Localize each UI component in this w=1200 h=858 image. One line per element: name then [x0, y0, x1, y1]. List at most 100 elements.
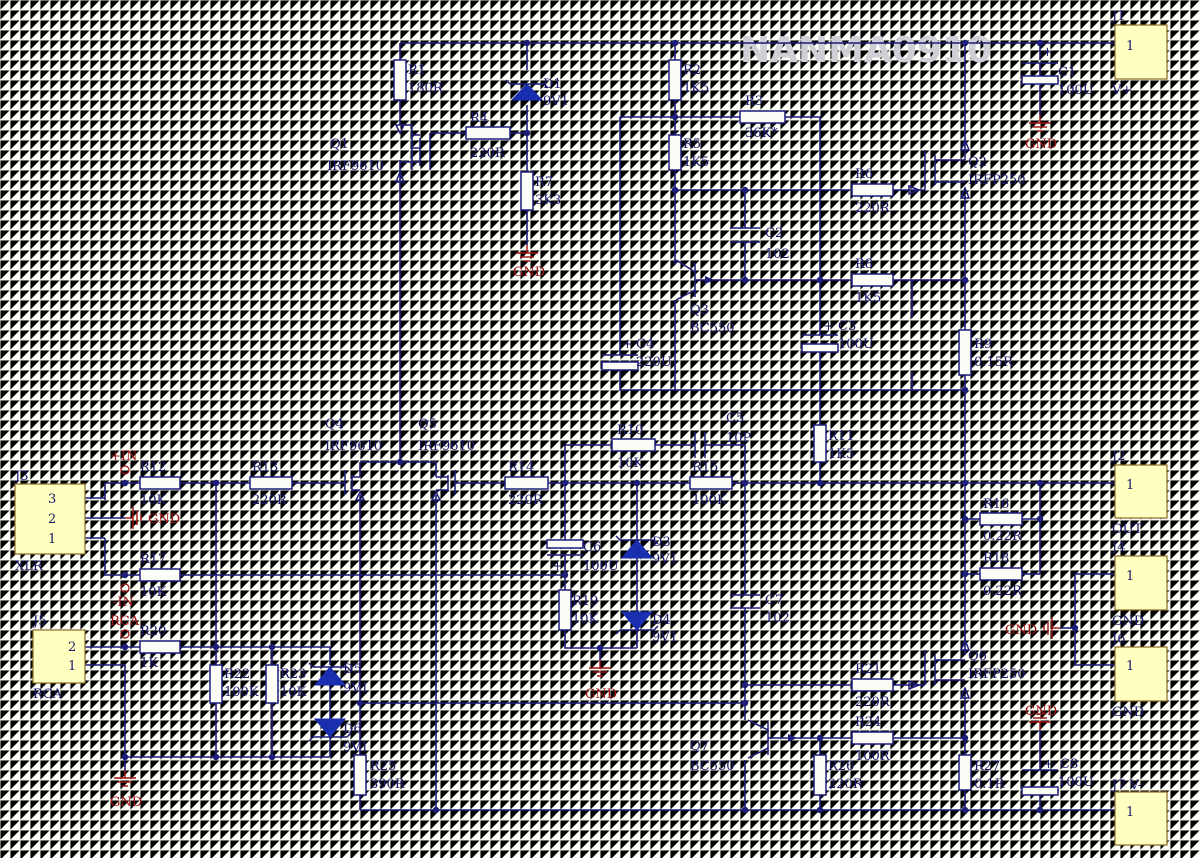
connector-pin-0: 1 — [1126, 39, 1134, 54]
connector-ref-j3: J3 — [13, 469, 28, 484]
resistor-ref-8: R9 — [974, 337, 992, 352]
r6-body — [851, 183, 894, 197]
zener-symbols — [308, 79, 659, 742]
transistor-ref-0: Q1 — [330, 137, 349, 152]
transistor-value-3: IRF9610 — [325, 439, 382, 454]
resistor-ref-13: R14 — [508, 460, 534, 475]
resistor-value-5: 220R — [855, 201, 891, 216]
bjt-symbols — [675, 259, 797, 759]
resistor-value-2: 36K* — [745, 126, 778, 141]
resistor-value-4: 1K5 — [683, 155, 709, 170]
resistor-value-10: 1K5 — [828, 447, 854, 462]
resistor-ref-25: R26 — [828, 759, 854, 774]
resistor-value-24: 390R — [370, 777, 406, 792]
capacitor-value-1: 102 — [765, 247, 790, 262]
transistor-ref-4: Q5 — [418, 417, 437, 432]
resistor-ref-18: R19 — [572, 594, 598, 609]
resistor-ref-16: R17 — [140, 552, 166, 567]
resistor-ref-12: R13 — [252, 460, 278, 475]
resistor-value-26: 0.1R — [974, 777, 1006, 792]
r22-body — [209, 664, 223, 704]
j5-pin-2: 2 — [68, 640, 76, 655]
gnd-label-1: GND — [1025, 137, 1057, 152]
diode-value-2: 9V1 — [652, 630, 678, 645]
polarity-mark-0: + — [1042, 45, 1053, 60]
resistor-ref-23: R24 — [855, 715, 881, 730]
connector-label-j5: RCA — [33, 687, 63, 702]
resistor-value-21: 100K — [224, 685, 259, 700]
capacitor-symbols — [546, 62, 1059, 796]
resistor-value-3: 220R — [470, 146, 506, 161]
capacitor-ref-1: C2 — [765, 226, 783, 241]
r11-body — [813, 424, 827, 463]
r21-body — [851, 678, 894, 692]
connector-label-j3: XLR — [15, 559, 44, 574]
connector-pin-2: 1 — [1126, 569, 1134, 584]
j6-box — [1114, 646, 1168, 702]
capacitor-value-2: 100U — [838, 337, 874, 352]
resistor-ref-4: R5 — [683, 137, 701, 152]
j4-box — [1114, 555, 1168, 611]
net-label-in-neg: -IN — [113, 595, 134, 610]
r24-body — [851, 731, 894, 745]
r15-body — [689, 476, 733, 490]
resistor-value-19: 1K — [140, 656, 158, 671]
diode-ref-0: D1 — [543, 77, 562, 92]
j5-box — [32, 629, 86, 684]
diode-ref-3: D5 — [343, 662, 362, 677]
resistor-value-13: 220R — [508, 493, 544, 508]
resistor-ref-15: R16 — [983, 497, 1009, 512]
r27-body — [958, 754, 972, 791]
transistor-value-6: BC550 — [690, 759, 735, 774]
r17-body — [139, 568, 181, 582]
resistor-value-0: 180R — [408, 81, 444, 96]
resistor-ref-19: R20 — [140, 624, 166, 639]
diode-ref-1: D3 — [652, 535, 671, 550]
connector-boxes — [14, 24, 1168, 846]
transistor-value-0: IRF9610 — [327, 159, 384, 174]
r10-body — [611, 438, 656, 452]
j3-box — [14, 483, 86, 555]
r9-body — [958, 329, 972, 376]
resistor-value-9: 10K — [617, 456, 644, 471]
r2-body — [668, 59, 682, 101]
component-labels: R1180RR21K5R336K*R4220RR51K5R6220RR73K3R… — [13, 9, 1144, 820]
mosfet-symbols — [344, 124, 971, 699]
resistor-value-17: 0.22R — [983, 584, 1023, 599]
diode-ref-4: D6 — [343, 722, 362, 737]
connector-pin-3: 1 — [1126, 659, 1134, 674]
j3-pin-2: 2 — [48, 512, 56, 527]
transistor-ref-5: Q6 — [968, 649, 987, 664]
resistor-value-22: 10K — [280, 685, 307, 700]
j3-pin-3: 3 — [48, 492, 56, 507]
polarity-mark-4: + — [1043, 757, 1054, 772]
capacitor-ref-0: C1 — [1058, 65, 1076, 80]
resistor-value-11: 10K — [140, 493, 167, 508]
capacitor-value-0: 100U — [1058, 83, 1094, 98]
r8-body — [851, 273, 894, 287]
resistor-ref-24: R25 — [370, 759, 396, 774]
j5-pin-1: 1 — [68, 659, 76, 674]
j7-box — [1114, 791, 1168, 846]
connector-label-3: GND — [1112, 705, 1144, 720]
resistor-ref-14: R15 — [692, 460, 718, 475]
resistor-ref-3: R4 — [470, 111, 488, 126]
input-pins — [120, 465, 130, 639]
resistor-value-25: 220R — [828, 777, 864, 792]
r1-body — [393, 59, 407, 101]
connector-ref-j5: J5 — [31, 614, 46, 629]
resistor-ref-5: R6 — [855, 167, 873, 182]
connector-ref-3: J6 — [1110, 632, 1125, 647]
junctions — [121, 39, 1079, 814]
gnd-label-3: GND — [110, 795, 142, 810]
resistor-ref-6: R7 — [535, 175, 553, 190]
transistor-value-4: IRF9610 — [418, 439, 475, 454]
resistor-value-12: 220R — [252, 493, 288, 508]
r16-body — [979, 512, 1023, 526]
r25-body — [353, 754, 367, 796]
gnd-label-6: GND — [1005, 623, 1037, 638]
resistor-value-18: 10K — [572, 612, 599, 627]
connector-label-2: GND — [1112, 614, 1144, 629]
diode-ref-2: D4 — [652, 613, 671, 628]
connector-pin-1: 1 — [1126, 478, 1134, 493]
